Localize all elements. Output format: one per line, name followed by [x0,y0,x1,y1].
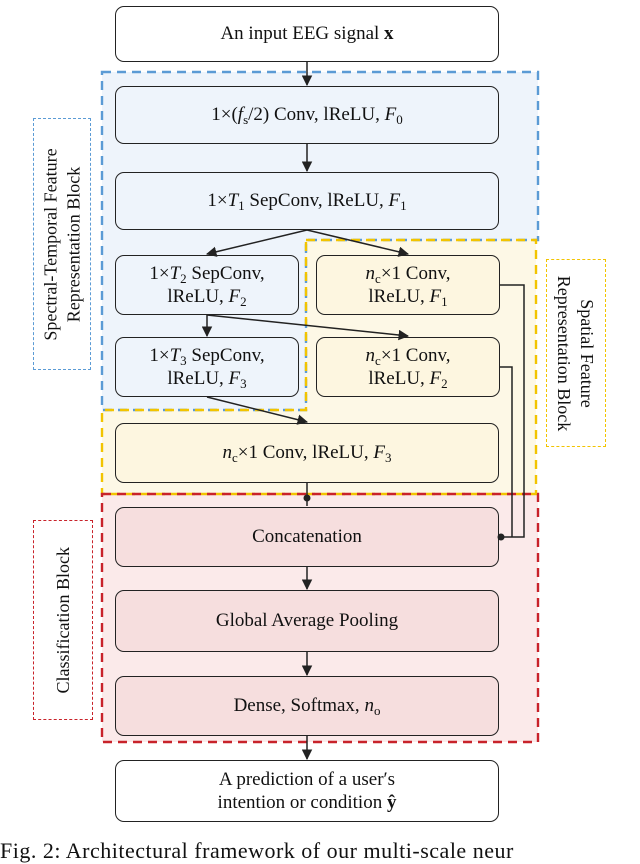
sepconv2-label: 1×T2 SepConv,lReLU, F2 [149,262,265,309]
global-average-pooling-node: Global Average Pooling [115,590,499,652]
skip-spatial2-to-concat [500,366,513,537]
conv0-node: 1×(fs/2) Conv, lReLU, F0 [115,86,499,144]
sepconv1-node: 1×T1 SepConv, lReLU, F1 [115,172,499,230]
arrow-sepconv3-to-spatial3 [206,396,309,425]
concatenation-label: Concatenation [252,526,362,548]
spatial-conv3-node: nc×1 Conv, lReLU, F3 [115,423,499,483]
classification-block-border [100,492,540,744]
classification-block-label: Classification Block [33,520,93,720]
figure-caption: Fig. 2: Architectural framework of our m… [0,838,514,863]
sepconv3-node: 1×T3 SepConv,lReLU, F3 [115,337,299,397]
spatial-block-border [100,238,538,496]
input-label: An input EEG signal x [220,23,394,45]
sepconv2-node: 1×T2 SepConv,lReLU, F2 [115,255,299,315]
spatial-block-label: Spatial Feature Representation Block [546,259,606,447]
dense-softmax-node: Dense, Softmax, no [115,676,499,736]
spectral-temporal-block-label: Spectral-Temporal Feature Representation… [33,118,91,370]
sepconv3-label: 1×T3 SepConv,lReLU, F3 [149,344,265,391]
junction-concat-right [497,533,505,541]
spatial-conv3-label: nc×1 Conv, lReLU, F3 [222,442,392,466]
junction-concat-top [303,494,311,502]
spatial-conv1-label: nc×1 Conv,lReLU, F1 [365,262,451,309]
spectral-block-border [100,70,540,412]
arrow-sepconv1-to-sepconv2 [205,229,308,257]
spatial-conv2-node: nc×1 Conv,lReLU, F2 [316,337,500,397]
global-average-pooling-label: Global Average Pooling [215,610,399,632]
dense-softmax-label: Dense, Softmax, no [233,695,381,719]
concatenation-node: Concatenation [115,507,499,567]
conv0-label: 1×(fs/2) Conv, lReLU, F0 [211,104,403,128]
arrow-sepconv1-to-spatial1 [306,229,410,257]
input-node: An input EEG signal x [115,6,499,62]
arrow-sepconv2-to-spatial2 [206,314,410,341]
sepconv1-label: 1×T1 SepConv, lReLU, F1 [207,190,407,214]
spatial-conv1-node: nc×1 Conv,lReLU, F1 [316,255,500,315]
spatial-conv2-label: nc×1 Conv,lReLU, F2 [365,344,451,391]
